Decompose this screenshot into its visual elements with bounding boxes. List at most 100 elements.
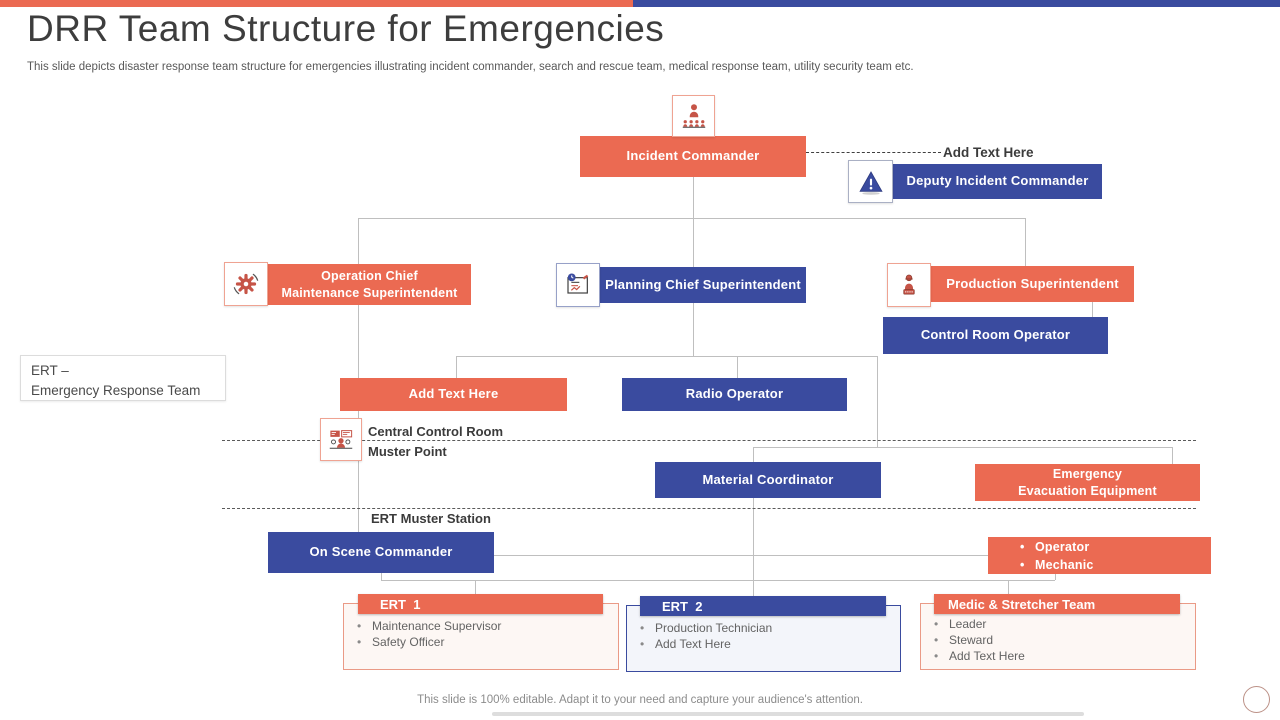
central-control-room-iconbox: [320, 418, 362, 461]
add-text-here-label: Add Text Here: [943, 145, 1034, 160]
ert-abbreviation-note: ERT – Emergency Response Team: [20, 355, 226, 401]
connector-line: [753, 447, 754, 462]
connector-line: [494, 555, 988, 556]
node-control-room-operator: Control Room Operator: [883, 317, 1108, 354]
connector-line: [1092, 302, 1093, 317]
list-item: Mechanic: [1018, 556, 1094, 574]
node-label: Emergency Evacuation Equipment: [1018, 466, 1157, 499]
node-label-line2: Maintenance Superintendent: [281, 285, 458, 300]
dashed-line-ert-muster: [222, 508, 1196, 509]
member-label: Add Text Here: [949, 649, 1025, 663]
team-member-list: Production Technician Add Text Here: [627, 620, 900, 652]
connector-line: [456, 356, 457, 378]
node-planning-chief: Planning Chief Superintendent: [600, 267, 806, 303]
node-label: Radio Operator: [685, 386, 784, 402]
list-item-label: Mechanic: [1035, 557, 1094, 572]
team-member-list: Maintenance Supervisor Safety Officer: [344, 618, 618, 650]
ert-note-line2: Emergency Response Team: [31, 382, 201, 398]
member-label: Maintenance Supervisor: [372, 619, 502, 633]
team-card-ert2: Production Technician Add Text Here: [626, 605, 901, 672]
node-label: Incident Commander: [626, 148, 760, 164]
connector-line: [737, 356, 738, 378]
central-control-room-label: Central Control Room: [368, 424, 504, 439]
page-title: DRR Team Structure for Emergencies: [27, 8, 665, 49]
factory-worker-icon: [894, 270, 924, 300]
muster-point-label: Muster Point: [368, 444, 447, 459]
team-card-medic-header: Medic & Stretcher Team: [934, 594, 1180, 614]
node-label-line1: Operation Chief: [321, 269, 418, 284]
list-item: Add Text Here: [633, 636, 894, 652]
connector-line: [693, 177, 694, 218]
list-item: Production Technician: [633, 620, 894, 636]
node-material-coordinator: Material Coordinator: [655, 462, 881, 498]
node-add-text-here: Add Text Here: [340, 378, 567, 411]
connector-line: [1008, 580, 1009, 594]
footer-smear: [492, 712, 1084, 716]
production-superintendent-iconbox: [887, 263, 931, 307]
node-label: Material Coordinator: [702, 471, 834, 487]
footer-note: This slide is 100% editable. Adapt it to…: [417, 694, 863, 706]
team-member-list: Leader Steward Add Text Here: [921, 616, 1195, 664]
team-card-ert1-header: ERT 1: [358, 594, 603, 614]
member-label: Add Text Here: [655, 637, 731, 651]
node-label: On Scene Commander: [309, 544, 453, 560]
planning-chief-iconbox: [556, 263, 600, 307]
member-label: Production Technician: [655, 621, 773, 635]
node-label-line2: Evacuation Equipment: [1018, 483, 1157, 498]
connector-line: [358, 218, 1025, 219]
ert-muster-station-label: ERT Muster Station: [371, 511, 491, 526]
list-item-label: Operator: [1035, 539, 1090, 554]
connector-line: [1172, 447, 1173, 464]
connector-line: [877, 356, 878, 447]
node-label: Production Superintendent: [946, 275, 1119, 291]
list-item: Safety Officer: [350, 634, 612, 650]
operator-mechanic-list: Operator Mechanic: [1018, 538, 1094, 574]
team-card-medic-stretcher: Leader Steward Add Text Here: [920, 603, 1196, 670]
node-production-superintendent: Production Superintendent: [931, 266, 1134, 302]
top-accent-bar-blue: [633, 0, 1280, 7]
incident-commander-iconbox: [672, 95, 715, 137]
connector-line: [693, 218, 694, 267]
member-label: Safety Officer: [372, 635, 445, 649]
corner-circle-decoration: [1243, 686, 1270, 713]
team-card-ert2-header: ERT 2: [640, 596, 886, 616]
deputy-iconbox: [848, 160, 893, 203]
ert-note-line1: ERT –: [31, 363, 69, 378]
gear-icon: [230, 268, 262, 300]
dashed-line: [806, 152, 941, 153]
list-item: Operator: [1018, 538, 1094, 556]
list-item: Steward: [927, 632, 1189, 648]
connector-line: [475, 580, 476, 594]
node-label: Operation Chief Maintenance Superintende…: [281, 268, 457, 301]
operation-chief-iconbox: [224, 262, 268, 306]
node-label: Control Room Operator: [920, 327, 1071, 343]
connector-line: [1025, 218, 1026, 266]
top-accent-bar-orange: [0, 0, 633, 7]
connector-line: [693, 303, 694, 356]
node-label: Add Text Here: [408, 386, 499, 402]
node-radio-operator: Radio Operator: [622, 378, 847, 411]
team-hierarchy-icon: [679, 101, 709, 131]
connector-line: [358, 218, 359, 264]
control-room-icon: [326, 425, 356, 455]
connector-line: [1055, 574, 1056, 580]
node-label: Planning Chief Superintendent: [605, 276, 801, 292]
connector-line: [753, 498, 754, 596]
node-incident-commander: Incident Commander: [580, 136, 806, 177]
dashed-line-muster-point: [222, 440, 1196, 441]
member-label: Steward: [949, 633, 994, 647]
node-emergency-evacuation: Emergency Evacuation Equipment: [975, 464, 1200, 501]
connector-line: [753, 447, 1172, 448]
node-label-line1: Emergency: [1052, 467, 1123, 482]
node-label: Deputy Incident Commander: [906, 173, 1089, 189]
list-item: Maintenance Supervisor: [350, 618, 612, 634]
node-operator-mechanic: Operator Mechanic: [988, 537, 1211, 574]
member-label: Leader: [949, 617, 987, 631]
list-item: Leader: [927, 616, 1189, 632]
node-deputy-incident-commander: Deputy Incident Commander: [893, 164, 1102, 199]
node-on-scene-commander: On Scene Commander: [268, 532, 494, 573]
planning-board-icon: [562, 269, 594, 301]
page-subtitle: This slide depicts disaster response tea…: [27, 61, 914, 73]
warning-triangle-icon: [855, 166, 887, 198]
